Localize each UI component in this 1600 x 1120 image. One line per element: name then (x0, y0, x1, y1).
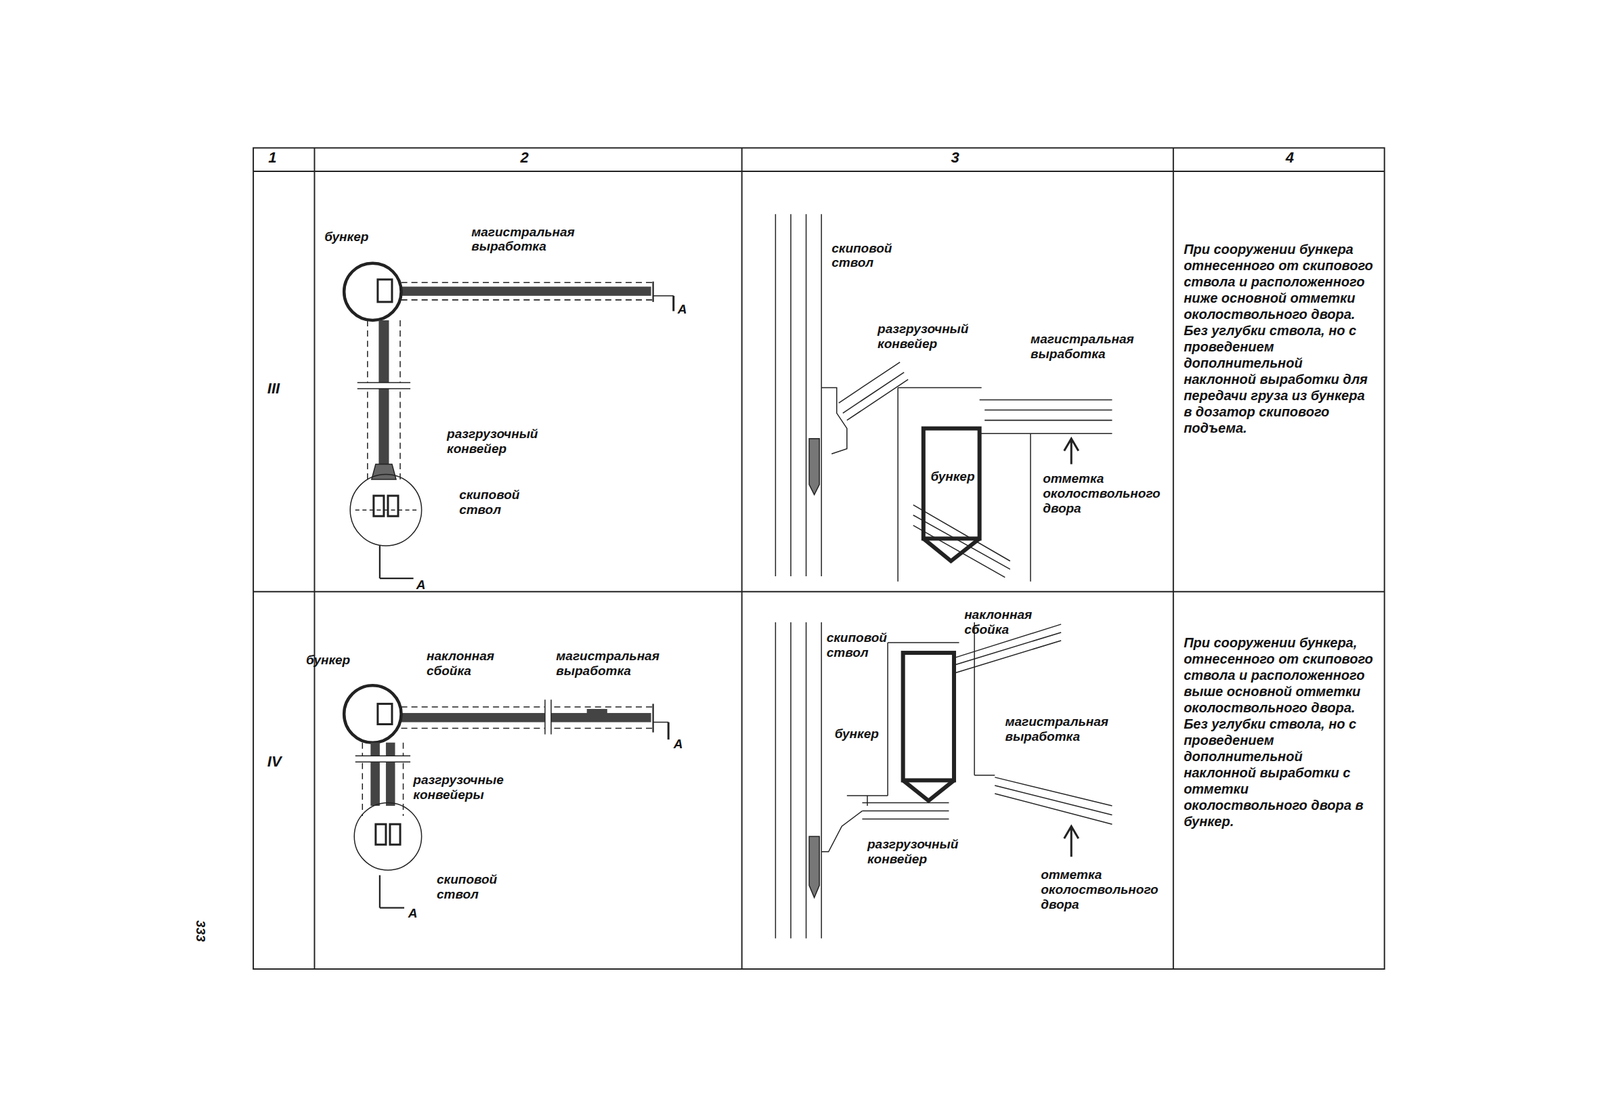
part-name: бункер (930, 469, 975, 485)
table-heading: III (267, 379, 280, 397)
table-cell: При сооружении бункера отнесенного от ск… (1183, 241, 1376, 437)
table-grid (253, 147, 1385, 969)
part-name: наклонная сбойка (426, 648, 509, 679)
table-heading: 3 (951, 148, 960, 166)
table-cell: При сооружении бункера, отнесенного от с… (1183, 634, 1376, 830)
part-name: бункер (324, 229, 369, 245)
part-name: магистральная выработка (555, 648, 667, 679)
part-name: А (408, 905, 418, 921)
part-name: разгрузочный конвейер (867, 836, 970, 867)
part-name: А (673, 736, 684, 752)
part-name: магистральная выработка (471, 224, 582, 255)
table-heading: 4 (1285, 148, 1294, 166)
plan-drawing-1 (343, 263, 674, 579)
plan-drawing-2 (343, 685, 669, 908)
part-name: отметка околоствольного двора (1042, 471, 1164, 516)
table-heading: 2 (520, 148, 529, 166)
part-name: скиповой ствол (831, 241, 908, 271)
part-name: скиповой ствол (436, 872, 514, 902)
part-name: разгрузочный конвейер (446, 426, 539, 457)
part-name: магистральная выработка (1030, 331, 1141, 362)
part-name: разгрузочные конвейеры (413, 772, 516, 803)
page-number: 333 (192, 920, 208, 942)
section-drawing-1 (775, 213, 1112, 581)
table-heading: 1 (268, 148, 277, 166)
part-name: скиповой ствол (826, 630, 883, 661)
part-name: А (416, 577, 426, 593)
part-name: отметка околоствольного двора (1040, 867, 1162, 913)
part-name: магистральная выработка (1004, 714, 1116, 745)
part-name: бункер (834, 726, 879, 742)
part-name: бункер (306, 652, 351, 668)
table-heading: IV (267, 752, 282, 770)
part-name: разгрузочный конвейер (877, 321, 975, 352)
part-name: А (677, 301, 688, 317)
part-name: скиповой ствол (459, 487, 536, 518)
part-name: наклонная сбойка (964, 607, 1057, 638)
